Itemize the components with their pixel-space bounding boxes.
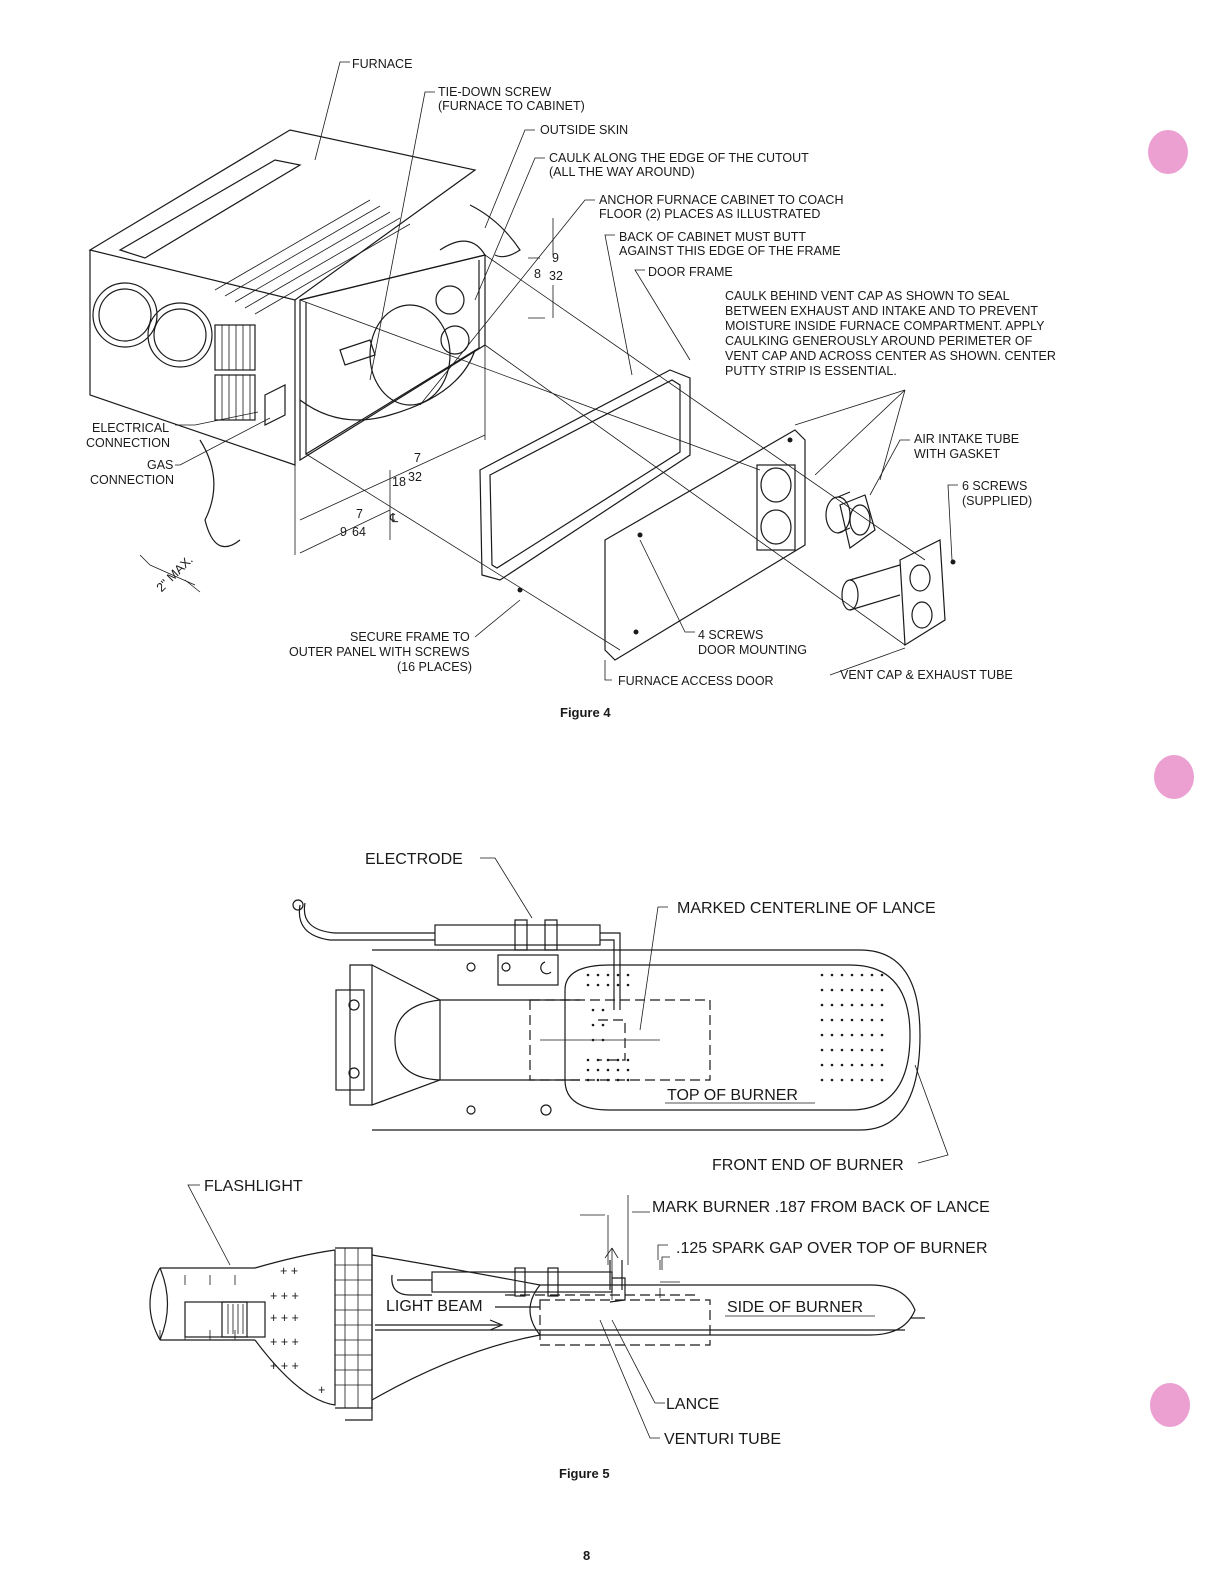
dim-width-den: 32	[408, 470, 422, 484]
label-air-intake-2: WITH GASKET	[914, 447, 1000, 461]
max-label: 2" MAX.	[154, 553, 196, 595]
svg-text:℄: ℄	[389, 511, 399, 525]
figure-5-top-view	[292, 857, 949, 1164]
svg-text:+ + +: + + +	[270, 1359, 299, 1373]
label-four-screws-2: DOOR MOUNTING	[698, 643, 807, 657]
dim-height-den: 32	[549, 269, 563, 283]
label-electrical-1: ELECTRICAL	[92, 421, 169, 435]
label-back-1: BACK OF CABINET MUST BUTT	[619, 230, 806, 244]
label-electrical-2: CONNECTION	[86, 436, 170, 450]
label-marked-centerline: MARKED CENTERLINE OF LANCE	[677, 900, 936, 917]
label-anchor-2: FLOOR (2) PLACES AS ILLUSTRATED	[599, 207, 820, 221]
svg-text:+ + +: + + +	[270, 1289, 299, 1303]
intake-tube	[825, 491, 876, 550]
perforations-rear	[586, 973, 630, 1082]
label-four-screws-1: 4 SCREWS	[698, 628, 763, 642]
svg-text:+ + +: + + +	[270, 1335, 299, 1349]
label-tie-down-2: (FURNACE TO CABINET)	[438, 99, 585, 113]
dim-height-whole: 8	[534, 267, 541, 281]
dim-height-num: 9	[552, 251, 559, 265]
label-gas-1: GAS	[147, 458, 173, 472]
label-anchor-1: ANCHOR FURNACE CABINET TO COACH	[599, 193, 843, 207]
label-air-intake-1: AIR INTAKE TUBE	[914, 432, 1019, 446]
label-door-frame: DOOR FRAME	[648, 265, 733, 279]
figure-5-caption: Figure 5	[559, 1466, 610, 1481]
label-furnace: FURNACE	[352, 57, 412, 71]
binder-hole-bottom	[1150, 1383, 1190, 1427]
label-front-end: FRONT END OF BURNER	[712, 1157, 904, 1174]
label-outside-skin: OUTSIDE SKIN	[540, 123, 628, 137]
label-lance: LANCE	[666, 1396, 719, 1413]
perforations-front	[820, 973, 884, 1082]
label-spark-gap: .125 SPARK GAP OVER TOP OF BURNER	[676, 1240, 988, 1257]
vent-cap	[841, 539, 956, 647]
label-six-screws-2: (SUPPLIED)	[962, 494, 1032, 508]
label-mark-burner: MARK BURNER .187 FROM BACK OF LANCE	[652, 1199, 990, 1216]
page-number: 8	[583, 1548, 590, 1563]
binder-hole-middle	[1154, 755, 1194, 799]
access-door	[604, 429, 806, 661]
dim-width-whole: 18	[392, 475, 406, 489]
label-back-2: AGAINST THIS EDGE OF THE FRAME	[619, 244, 841, 258]
label-secure-1: SECURE FRAME TO	[350, 630, 470, 644]
label-vent-note-4: CAULKING GENEROUSLY AROUND PERIMETER OF	[725, 334, 1033, 348]
binder-hole-top	[1148, 130, 1188, 174]
label-tie-down-1: TIE-DOWN SCREW	[438, 85, 551, 99]
figure-5-side-view: + + + + + + + + + + + + + + +	[149, 1184, 925, 1439]
label-six-screws-1: 6 SCREWS	[962, 479, 1027, 493]
label-vent-note-1: CAULK BEHIND VENT CAP AS SHOWN TO SEAL	[725, 289, 1010, 303]
label-access-door: FURNACE ACCESS DOOR	[618, 674, 774, 688]
figure-4: ℄ 8 9 32 18 7 32 9 7 64 2" MAX.	[86, 57, 1056, 720]
label-venturi-tube: VENTURI TUBE	[664, 1431, 781, 1448]
figure-4-caption: Figure 4	[560, 705, 611, 720]
label-caulk-2: (ALL THE WAY AROUND)	[549, 165, 695, 179]
label-caulk-1: CAULK ALONG THE EDGE OF THE CUTOUT	[549, 151, 809, 165]
label-electrode: ELECTRODE	[365, 851, 463, 868]
label-top-of-burner: TOP OF BURNER	[667, 1087, 798, 1104]
label-secure-3: (16 PLACES)	[397, 660, 472, 674]
svg-text:+ + +: + + +	[270, 1311, 299, 1325]
door-frame	[479, 369, 691, 593]
dim-center-num: 7	[356, 507, 363, 521]
dim-center-whole: 9	[340, 525, 347, 539]
label-flashlight: FLASHLIGHT	[204, 1178, 303, 1195]
label-vent-note-5: VENT CAP AND ACROSS CENTER AS SHOWN. CEN…	[725, 349, 1056, 363]
label-vent-cap: VENT CAP & EXHAUST TUBE	[840, 668, 1013, 682]
furnace-cabinet	[88, 129, 521, 548]
svg-text:+ +: + +	[280, 1264, 298, 1278]
dim-width-num: 7	[414, 451, 421, 465]
label-vent-note-2: BETWEEN EXHAUST AND INTAKE AND TO PREVEN…	[725, 304, 1038, 318]
label-gas-2: CONNECTION	[90, 473, 174, 487]
label-vent-note-6: PUTTY STRIP IS ESSENTIAL.	[725, 364, 897, 378]
svg-text:+: +	[318, 1383, 325, 1397]
label-secure-2: OUTER PANEL WITH SCREWS	[289, 645, 470, 659]
label-vent-note-3: MOISTURE INSIDE FURNACE COMPARTMENT. APP…	[725, 319, 1045, 333]
dim-center-den: 64	[352, 525, 366, 539]
dimensions: ℄ 8 9 32 18 7 32 9 7 64 2" MAX.	[139, 218, 563, 595]
label-light-beam: LIGHT BEAM	[386, 1298, 483, 1315]
label-side-of-burner: SIDE OF BURNER	[727, 1299, 863, 1316]
